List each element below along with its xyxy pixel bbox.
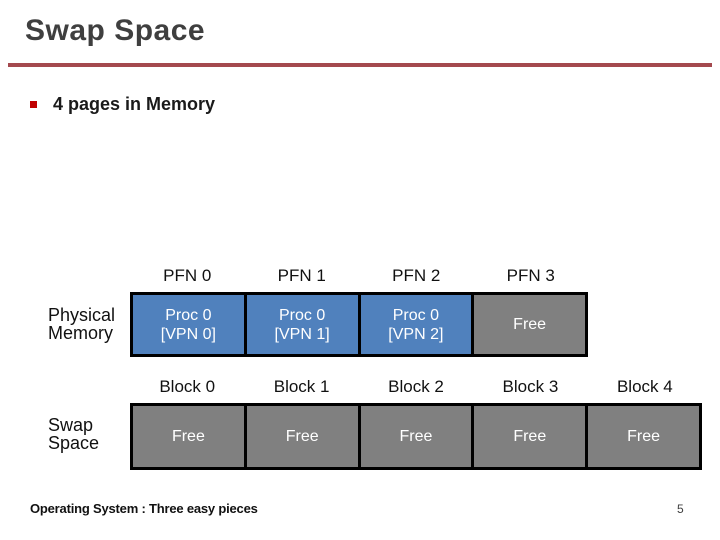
swap-space-header-2: Block 2 bbox=[388, 377, 444, 396]
swap-space-row: Free Free Free Free Free bbox=[130, 403, 702, 470]
physical-memory-cell-0: Proc 0[VPN 0] bbox=[133, 295, 244, 354]
physical-memory-label-line1: Physical bbox=[48, 305, 116, 325]
cell-text-line: Proc 0 bbox=[392, 306, 439, 324]
title-divider-line bbox=[8, 63, 712, 67]
footer-text: Operating System : Three easy pieces bbox=[30, 501, 258, 516]
physical-memory-label: Physical Memory bbox=[48, 306, 115, 342]
cell-text-line: [VPN 1] bbox=[274, 325, 330, 343]
physical-memory-label-line2: Memory bbox=[48, 323, 114, 343]
cell-text-line: Proc 0 bbox=[165, 306, 212, 324]
bullet-square-icon bbox=[30, 101, 37, 108]
swap-space-cell-0: Free bbox=[133, 406, 244, 467]
page-title: Swap Space bbox=[25, 14, 206, 47]
bullet-item: 4 pages in Memory bbox=[30, 94, 215, 115]
physical-memory-header-0: PFN 0 bbox=[163, 266, 212, 285]
swap-space-cell-3: Free bbox=[471, 406, 586, 467]
swap-space-cell-4: Free bbox=[585, 406, 699, 467]
swap-space-header-0: Block 0 bbox=[159, 377, 216, 396]
bullet-text: 4 pages in Memory bbox=[53, 94, 216, 114]
swap-space-cell-1: Free bbox=[243, 406, 358, 467]
cell-text-line: Free bbox=[285, 428, 319, 445]
cell-text-line: Free bbox=[399, 428, 433, 445]
swap-space-label: Swap Space bbox=[48, 416, 99, 452]
cell-text-line: [VPN 0] bbox=[160, 325, 216, 343]
physical-memory-cell-1: Proc 0[VPN 1] bbox=[243, 295, 358, 354]
page-number: 5 bbox=[677, 502, 684, 516]
cell-text-line: Free bbox=[513, 316, 547, 333]
cell-text-line: [VPN 2] bbox=[388, 325, 444, 343]
physical-memory-row: Proc 0[VPN 0]Proc 0[VPN 1]Proc 0[VPN 2]F… bbox=[130, 292, 588, 357]
block-header-row: Block 0 Block 1 Block 2 Block 3 Block 4 bbox=[130, 377, 702, 397]
cell-text-line: Free bbox=[171, 428, 205, 445]
swap-space-header-4: Block 4 bbox=[616, 377, 673, 396]
swap-space-label-line1: Swap bbox=[48, 415, 94, 435]
swap-space-label-line2: Space bbox=[48, 433, 100, 453]
physical-memory-header-1: PFN 1 bbox=[277, 266, 326, 285]
pfn-header-row: PFN 0 PFN 1 PFN 2 PFN 3 bbox=[130, 266, 588, 286]
swap-space-header-1: Block 1 bbox=[273, 377, 330, 396]
cell-text-line: Proc 0 bbox=[279, 306, 326, 324]
cell-text-line: Free bbox=[513, 428, 547, 445]
physical-memory-cell-2: Proc 0[VPN 2] bbox=[357, 295, 472, 354]
physical-memory-cell-3: Free bbox=[471, 295, 585, 354]
cell-text-line: Free bbox=[627, 428, 661, 445]
swap-space-header-3: Block 3 bbox=[502, 377, 559, 396]
physical-memory-header-3: PFN 3 bbox=[506, 266, 555, 285]
swap-space-cell-2: Free bbox=[357, 406, 472, 467]
physical-memory-header-2: PFN 2 bbox=[392, 266, 441, 285]
